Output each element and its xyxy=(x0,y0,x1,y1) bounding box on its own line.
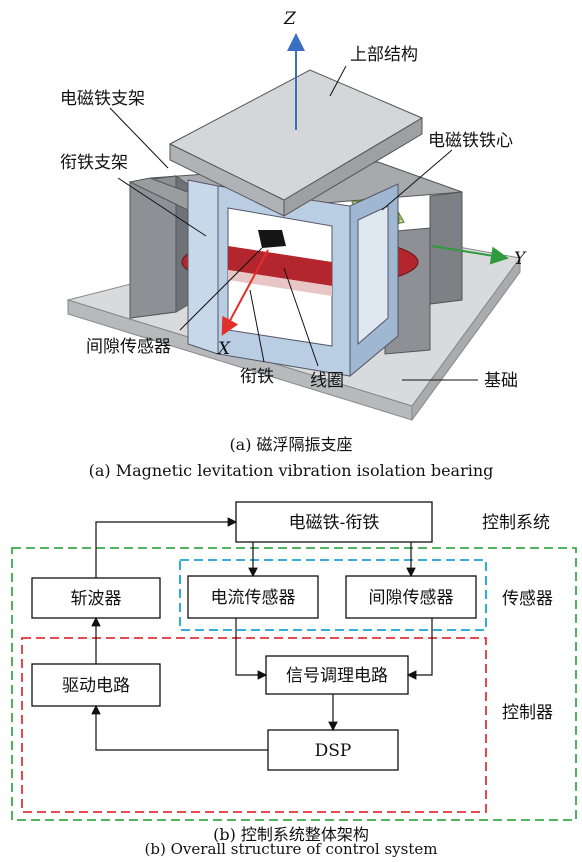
chopper-label: 斩波器 xyxy=(71,589,122,609)
armature-bracket-left-post xyxy=(187,179,219,355)
control-block-diagram: 电磁铁-衔铁 斩波器 电流传感器 间隙传感器 信号调理电路 驱动电路 DSP 控… xyxy=(11,501,577,821)
gap-sensor-to-signal-line xyxy=(406,618,433,680)
group-label-controller: 控制器 xyxy=(502,703,553,723)
em-armature-label: 电磁铁-衔铁 xyxy=(289,513,380,533)
caption-a-cn: (a) 磁浮隔振支座 xyxy=(229,435,352,454)
dsp-to-drive-line xyxy=(91,704,268,751)
label-armature-bracket: 衔铁支架 xyxy=(60,153,128,173)
gap-sensor-label: 间隙传感器 xyxy=(369,588,454,608)
label-upper-structure: 上部结构 xyxy=(350,45,418,65)
leader-em-core xyxy=(381,149,453,211)
leader-coil xyxy=(283,267,319,367)
label-em-bracket: 电磁铁支架 xyxy=(60,89,145,109)
caption-b-cn: (b) 控制系统整体架构 xyxy=(213,825,369,844)
upper-structure-side-edge xyxy=(283,117,423,217)
signal-cond-label: 信号调理电路 xyxy=(286,666,388,686)
drive-label: 驱动电路 xyxy=(62,676,130,696)
group-label-sensor: 传感器 xyxy=(502,589,553,609)
x-axis-arrow xyxy=(221,249,269,336)
current-sensor-to-signal-line xyxy=(235,618,268,680)
leader-gap-sensor xyxy=(179,247,263,331)
group-label-control-system: 控制系统 xyxy=(482,513,550,533)
leader-upper-structure xyxy=(329,65,347,97)
dsp-label: DSP xyxy=(315,741,352,761)
z-axis-label: Z xyxy=(283,9,297,29)
dsp-box xyxy=(267,729,399,771)
gap-sensor-block xyxy=(258,230,286,248)
drive-box xyxy=(31,663,161,707)
controller-frame xyxy=(21,637,487,813)
x-axis-label: X xyxy=(216,339,231,359)
y-axis-label: Y xyxy=(514,249,527,269)
label-coil: 线圈 xyxy=(310,371,344,391)
current-sensor-box xyxy=(187,575,319,619)
caption-b-en: (b) Overall structure of control system xyxy=(145,840,438,858)
chopper-to-em-line xyxy=(95,517,238,578)
leader-em-bracket xyxy=(109,107,169,169)
em-armature-box xyxy=(235,501,433,543)
label-armature: 衔铁 xyxy=(240,367,274,387)
sensor-frame xyxy=(179,559,487,631)
y-axis-arrow xyxy=(431,245,509,265)
leader-armature-bracket xyxy=(117,177,207,237)
bearing-illustration: Z Y X 上部结构 电磁铁支架 衔铁支架 电磁铁铁心 间隙传感器 衔铁 线圈 … xyxy=(60,9,527,422)
label-em-core: 电磁铁铁心 xyxy=(428,131,513,151)
gap-sensor-box xyxy=(345,575,477,619)
leader-armature xyxy=(249,289,265,363)
control-system-frame xyxy=(11,547,577,821)
label-foundation: 基础 xyxy=(484,371,518,391)
caption-a-en: (a) Magnetic levitation vibration isolat… xyxy=(89,461,494,480)
armature-bracket-side-window xyxy=(357,205,389,346)
current-sensor-label: 电流传感器 xyxy=(211,588,296,608)
label-gap-sensor: 间隙传感器 xyxy=(86,337,171,357)
signal-cond-box xyxy=(265,655,409,695)
